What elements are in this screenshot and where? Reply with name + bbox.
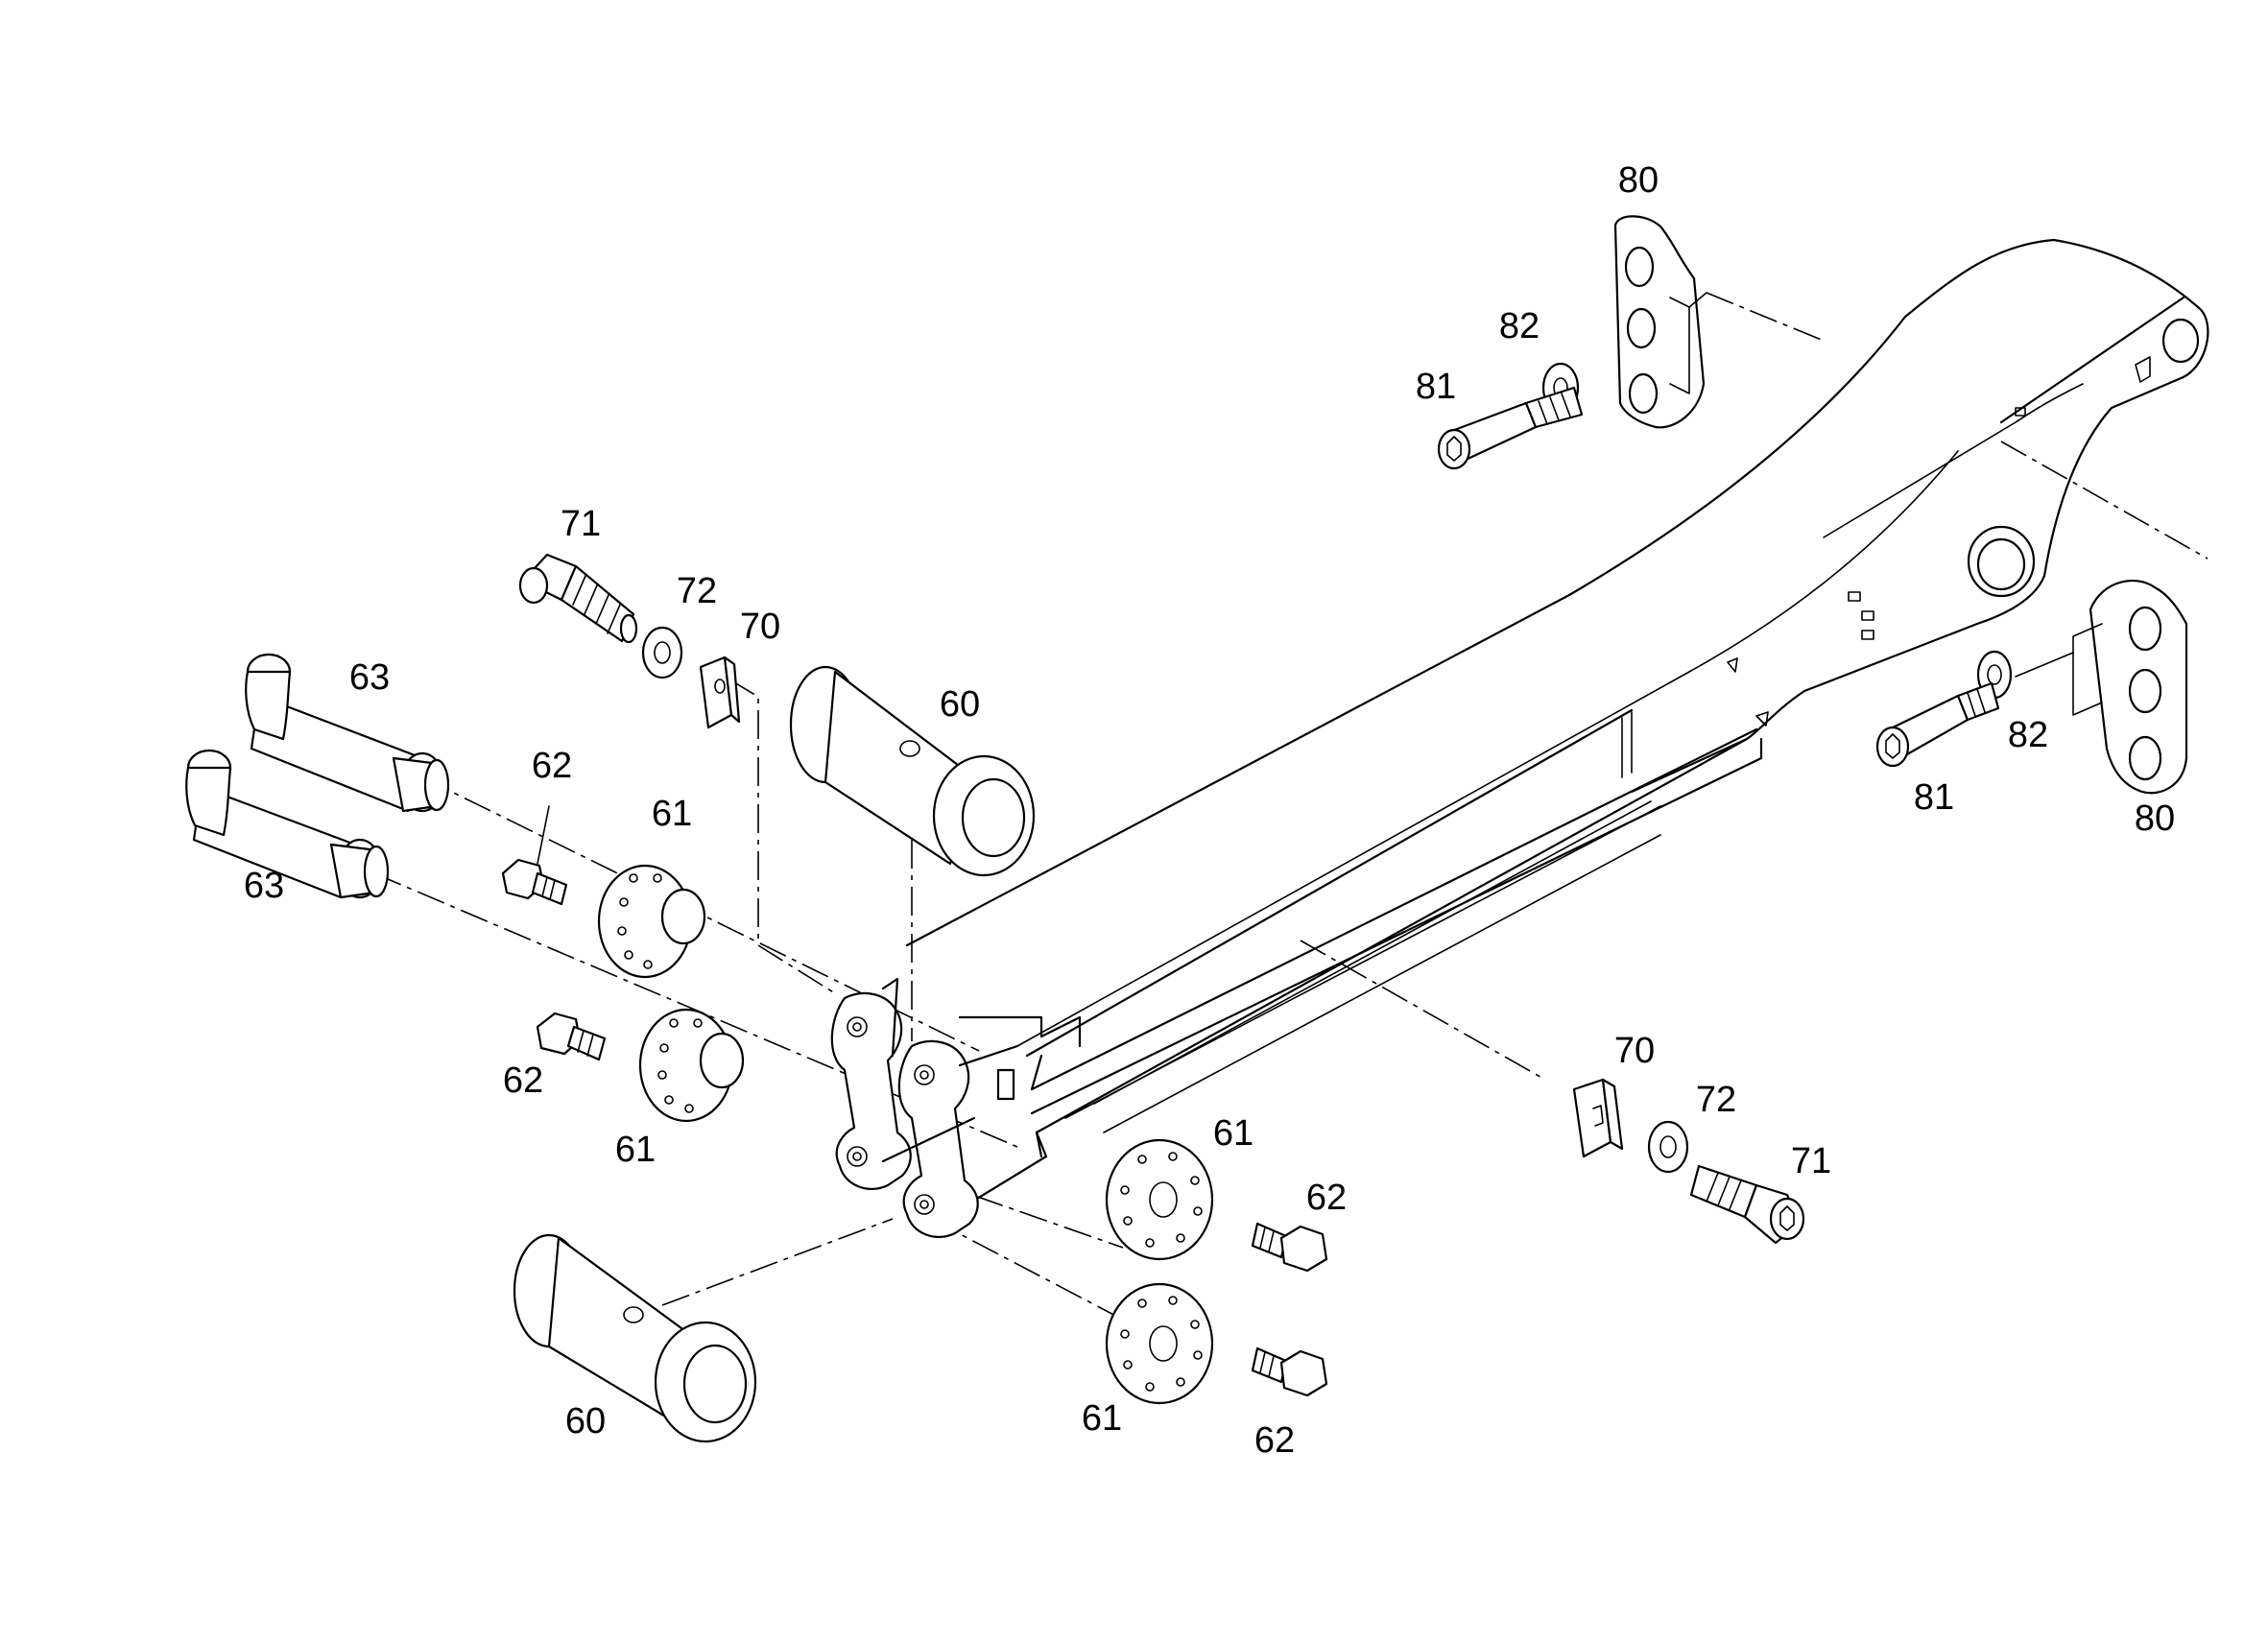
hex-bolt-62-b — [536, 1012, 607, 1061]
callout-72: 72 — [1696, 1080, 1736, 1120]
callout-62: 62 — [532, 746, 572, 786]
callout-71: 71 — [561, 504, 601, 544]
callout-63: 63 — [349, 657, 390, 698]
bracket-plate-80-upper — [1613, 215, 1707, 429]
callout-61: 61 — [652, 794, 692, 834]
callout-81: 81 — [1914, 777, 1954, 818]
callout-80: 80 — [2135, 798, 2175, 839]
boom-arm — [905, 238, 2209, 1211]
callout-63: 63 — [244, 866, 284, 906]
callout-71: 71 — [1791, 1141, 1831, 1181]
roller-60-upper — [789, 665, 1036, 877]
clip-70-upper — [699, 655, 741, 729]
bolt-71-upper — [518, 553, 638, 644]
pin-63-upper — [245, 653, 450, 813]
callout-82: 82 — [2008, 715, 2048, 755]
flange-61-d — [1105, 1282, 1214, 1405]
bracket-plate-80-lower — [2015, 580, 2188, 795]
leader-line-62 — [537, 805, 550, 865]
hex-bolt-62-c — [1251, 1222, 1328, 1273]
callout-80: 80 — [1618, 160, 1659, 201]
callout-61: 61 — [615, 1130, 656, 1170]
washer-72-upper — [641, 626, 683, 679]
callout-62: 62 — [1254, 1420, 1295, 1461]
callout-60: 60 — [565, 1401, 606, 1441]
bolt-71-lower — [1689, 1164, 1805, 1245]
flange-61-a — [597, 864, 706, 979]
socket-bolt-81-upper — [1437, 386, 1584, 470]
pin-63-lower — [185, 749, 390, 899]
front-mounting-plates — [830, 977, 1019, 1238]
callout-72: 72 — [677, 571, 717, 611]
callout-61: 61 — [1082, 1398, 1122, 1439]
callout-70: 70 — [740, 607, 780, 647]
socket-bolt-81-lower — [1875, 681, 2000, 768]
bolt-hole-pattern — [847, 1016, 935, 1215]
roller-60-lower — [513, 1233, 757, 1443]
callout-60: 60 — [940, 684, 980, 725]
flange-61-b — [638, 1008, 745, 1123]
callout-82: 82 — [1499, 306, 1540, 346]
hex-bolt-62-a — [501, 858, 568, 906]
callout-62: 62 — [1306, 1178, 1347, 1218]
flange-61-c — [1105, 1138, 1214, 1261]
callout-70: 70 — [1614, 1031, 1655, 1071]
callout-62: 62 — [503, 1060, 543, 1101]
clip-70-lower — [1572, 1078, 1624, 1158]
callout-labels: 80 82 81 71 72 70 63 60 62 61 63 62 61 8… — [244, 160, 2175, 1461]
callout-61: 61 — [1213, 1113, 1253, 1154]
callout-81: 81 — [1416, 367, 1456, 407]
washer-72-lower — [1647, 1120, 1689, 1174]
hex-bolt-62-d — [1251, 1346, 1328, 1397]
